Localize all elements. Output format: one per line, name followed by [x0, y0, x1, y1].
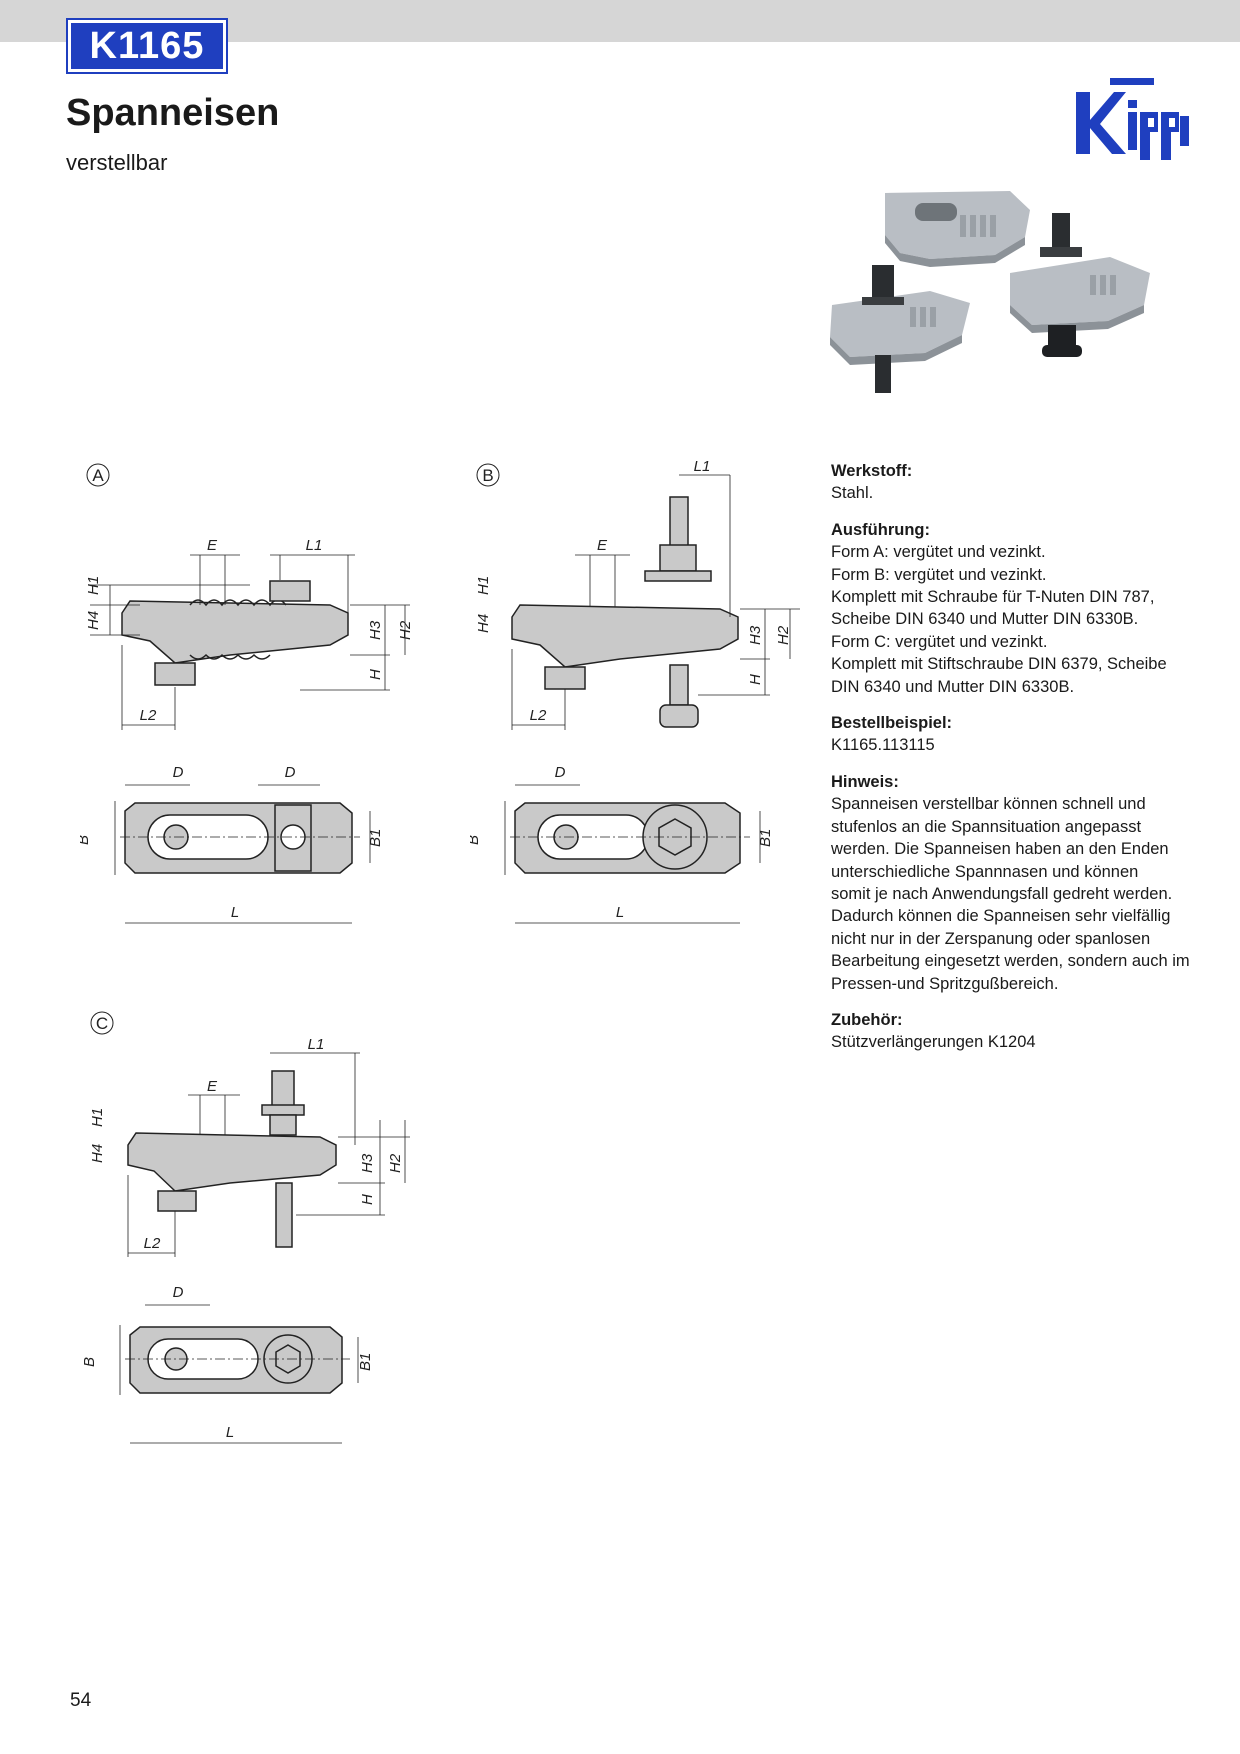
dim-l: L [231, 904, 239, 921]
dim-h: H [367, 669, 384, 680]
dim-h1: H1 [85, 576, 102, 595]
diagram-form-b: B L1 E H1 H4 H3 H2 H L2 D B B1 L [470, 458, 800, 924]
dim-l2: L2 [144, 1235, 161, 1252]
section-bestellbeispiel: Bestellbeispiel: K1165.113115 [831, 712, 1191, 757]
section-line: Scheibe DIN 6340 und Mutter DIN 6330B. [831, 610, 1139, 629]
dim-l: L [226, 1424, 234, 1441]
dim-e: E [207, 1078, 218, 1095]
section-line: Komplett mit Schraube für T-Nuten DIN 78… [831, 588, 1155, 607]
page-subtitle: verstellbar [66, 150, 168, 175]
section-line: Pressen-und Spritzgußbereich. [831, 974, 1059, 993]
section-line: werden. Die Spanneisen haben an den Ende… [831, 840, 1169, 859]
dim-e: E [207, 537, 218, 554]
dim-b1: B1 [367, 829, 384, 847]
product-photo [830, 191, 1150, 393]
section-ausfuehrung: Ausführung: Form A: vergütet und vezinkt… [831, 519, 1191, 698]
section-line: stufenlos an die Spannsituation angepass… [831, 817, 1142, 836]
section-line: Form A: vergütet und vezinkt. [831, 543, 1046, 562]
dim-l2: L2 [140, 707, 157, 724]
dim-h3: H3 [359, 1153, 376, 1173]
section-line: Dadurch können die Spanneisen sehr vielf… [831, 907, 1171, 926]
product-code: K1165 [71, 23, 223, 69]
section-heading: Bestellbeispiel: [831, 714, 953, 733]
section-line: Spanneisen verstellbar können schnell un… [831, 795, 1146, 814]
dim-h: H [747, 674, 764, 685]
section-line: nicht nur in der Zerspanung oder spanlos… [831, 929, 1151, 948]
form-b-top-view [510, 802, 750, 874]
info-column: Werkstoff: Stahl. Ausführung: Form A: ve… [831, 460, 1191, 1068]
section-line: Komplett mit Stiftschraube DIN 6379, Sch… [831, 655, 1167, 674]
section-hinweis: Hinweis: Spanneisen verstellbar können s… [831, 771, 1191, 995]
section-heading: Ausführung: [831, 520, 930, 539]
product-code-box: K1165 [66, 18, 228, 74]
section-line: Stahl. [831, 484, 874, 503]
form-a-label: A [92, 466, 104, 485]
dim-h2: H2 [397, 620, 414, 640]
form-b-label: B [482, 466, 493, 485]
form-a-top-view [120, 802, 360, 874]
section-line: somit je nach Anwendungsfall gedreht wer… [831, 884, 1173, 903]
dim-h3: H3 [747, 625, 764, 645]
page-number: 54 [70, 1690, 92, 1711]
form-c-top-view [125, 1326, 350, 1394]
dim-h2: H2 [387, 1153, 404, 1173]
dim-b1: B1 [757, 829, 774, 847]
section-zubehoer: Zubehör: Stützverlängerungen K1204 [831, 1009, 1191, 1054]
section-line: Form C: vergütet und vezinkt. [831, 632, 1048, 651]
section-line: DIN 6340 und Mutter DIN 6330B. [831, 677, 1075, 696]
section-werkstoff: Werkstoff: Stahl. [831, 460, 1191, 505]
dim-d: D [555, 764, 566, 781]
dim-h3: H3 [367, 620, 384, 640]
dim-l1: L1 [306, 537, 323, 554]
dim-d-1: D [173, 764, 184, 781]
dim-b: B [81, 1357, 98, 1367]
dim-h1: H1 [475, 576, 492, 595]
dim-l2: L2 [530, 707, 547, 724]
section-heading: Werkstoff: [831, 462, 913, 480]
clamp-top [885, 191, 1030, 267]
form-a-side-view [121, 580, 349, 686]
section-heading: Zubehör: [831, 1010, 903, 1029]
section-line: Stützverlängerungen K1204 [831, 1033, 1036, 1052]
form-c-label: C [96, 1014, 108, 1033]
dim-d-2: D [285, 764, 296, 781]
dim-b: B [470, 835, 482, 845]
clamp-left [830, 265, 970, 393]
section-heading: Hinweis: [831, 772, 899, 791]
dim-h2: H2 [775, 625, 792, 645]
form-b-side-view [511, 496, 739, 728]
page-title: Spanneisen [66, 92, 280, 134]
dim-h4: H4 [475, 614, 492, 633]
dim-h4: H4 [89, 1144, 106, 1163]
dim-l1: L1 [308, 1036, 325, 1053]
diagram-form-a: A E L1 H1 H4 H3 H2 H L2 D D [80, 463, 414, 924]
dim-b1: B1 [357, 1353, 374, 1371]
clamp-right [1010, 213, 1150, 357]
form-c-side-view [127, 1070, 337, 1248]
dim-e: E [597, 537, 608, 554]
dim-b: B [80, 835, 92, 845]
section-line: K1165.113115 [831, 736, 935, 755]
section-line: Form B: vergütet und vezinkt. [831, 565, 1047, 584]
diagram-form-c: C L1 E H1 H4 H3 H2 H L2 D B B1 L [81, 1011, 410, 1444]
section-line: unterschiedliche Spannnasen und können [831, 862, 1139, 881]
dim-d: D [173, 1284, 184, 1301]
dim-h: H [359, 1194, 376, 1205]
dim-l: L [616, 904, 624, 921]
dim-h4: H4 [85, 611, 102, 630]
brand-logo [1076, 78, 1189, 160]
section-line: Bearbeitung eingesetzt werden, sondern a… [831, 952, 1190, 971]
dim-l1: L1 [694, 458, 711, 475]
dim-h1: H1 [89, 1108, 106, 1127]
